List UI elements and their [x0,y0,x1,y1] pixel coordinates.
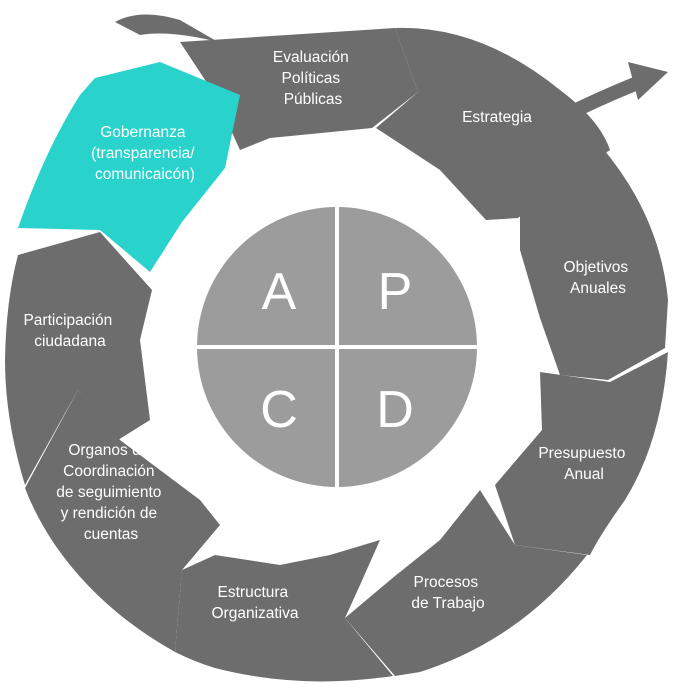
quadrant-c[interactable]: C [260,381,298,439]
label-estructura: Estructura Organizativa [211,584,298,622]
quadrant-a[interactable]: A [262,263,297,321]
segment-estrategia[interactable] [376,27,610,221]
arrow-shaft [553,75,647,125]
label-participacion: Participación ciudadana [23,312,116,350]
segment-labels: Evaluación Políticas Públicas Estrategia… [23,49,633,622]
segment-estructura[interactable] [175,540,393,682]
quadrant-p[interactable]: P [378,263,413,321]
segment-procesos[interactable] [345,490,587,676]
segment-evaluacion[interactable] [180,28,418,150]
segment-participacion[interactable] [5,232,152,485]
label-estrategia: Estrategia [462,109,532,126]
cycle-arrow [115,14,668,125]
label-organos: Organos de Coordinación de seguimiento y… [56,442,165,543]
segment-objetivos[interactable] [520,145,668,380]
label-gobernanza: Gobernanza (transparencia/ comunicaicón) [91,124,199,183]
pdca-center: A P C D [197,207,477,487]
label-objetivos: Objetivos Anuales [564,259,633,297]
segment-organos[interactable] [25,390,220,652]
ring-segments [5,27,668,682]
arrow-tail [115,14,218,42]
segment-gobernanza[interactable] [18,62,240,272]
label-evaluacion: Evaluación Políticas Públicas [273,49,353,108]
arrow-head [628,62,668,100]
segment-presupuesto[interactable] [495,352,668,555]
label-procesos: Procesos de Trabajo [411,574,484,612]
quadrant-d[interactable]: D [376,381,414,439]
label-presupuesto: Presupuesto Anual [538,445,629,483]
